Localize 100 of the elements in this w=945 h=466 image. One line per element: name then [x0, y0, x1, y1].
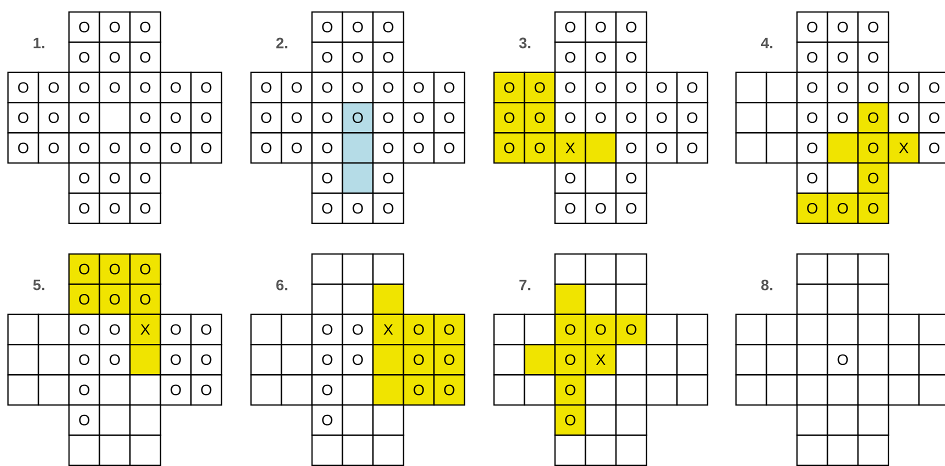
- grid-cell: [646, 374, 678, 406]
- grid-cell: O: [493, 102, 526, 134]
- grid-cell: [615, 253, 648, 285]
- grid-cell: O: [584, 192, 617, 224]
- grid-cell: O: [68, 374, 100, 406]
- grid-cell: O: [796, 11, 828, 43]
- grid-cell: O: [826, 192, 859, 224]
- grid-cell: [554, 434, 586, 466]
- grid-cell: O: [98, 42, 131, 74]
- grid-cell: O: [433, 132, 466, 164]
- grid-cell: [826, 404, 859, 436]
- grid-cell: O: [615, 192, 648, 224]
- grid-cell: O: [68, 162, 100, 194]
- grid-cell: [584, 284, 617, 316]
- grid-cell: O: [98, 344, 131, 376]
- grid-cell: [342, 374, 374, 406]
- grid-cell: O: [68, 72, 100, 104]
- grid-cell: O: [68, 253, 100, 285]
- grid-cell: [7, 344, 40, 376]
- grid-cell: O: [857, 72, 890, 104]
- grid-cell: O: [250, 102, 282, 134]
- grid-cell: [766, 314, 798, 346]
- grid-cell: [280, 374, 313, 406]
- grid-cell: O: [524, 102, 556, 134]
- grid-cell: [826, 314, 859, 346]
- grid-cell: [918, 314, 945, 346]
- grid-cell: [524, 374, 556, 406]
- grid-cell: O: [646, 102, 678, 134]
- grid-cell: [826, 434, 859, 466]
- grid-cell: X: [888, 132, 920, 164]
- board-number: 6.: [276, 280, 288, 290]
- grid-cell: O: [554, 192, 586, 224]
- grid-cell: O: [433, 72, 466, 104]
- grid-cell: O: [129, 192, 162, 224]
- grid-cell: O: [676, 132, 708, 164]
- grid-cell: [857, 374, 890, 406]
- grid-cell: [584, 162, 617, 194]
- grid-cell: [796, 253, 828, 285]
- board-number: 4.: [760, 38, 772, 48]
- grid-cell: [676, 374, 708, 406]
- grid-cell: O: [646, 72, 678, 104]
- grid-cell: O: [190, 374, 222, 406]
- grid-cell: O: [493, 72, 526, 104]
- grid-cell: [857, 284, 890, 316]
- grid-cell: [766, 102, 798, 134]
- grid-cell: [646, 314, 678, 346]
- grid-cell: [584, 404, 617, 436]
- grid-cell: O: [826, 72, 859, 104]
- grid-cell: O: [402, 72, 435, 104]
- grid-cell: O: [402, 374, 435, 406]
- grid-cell: O: [129, 102, 162, 134]
- grid-cell: [98, 434, 131, 466]
- grid-cell: O: [342, 314, 374, 346]
- grid-cell: O: [68, 344, 100, 376]
- grid-cell: O: [584, 314, 617, 346]
- grid-cell: [7, 314, 40, 346]
- grid-cell: [888, 314, 920, 346]
- grid-cell: [735, 344, 768, 376]
- grid-cell: O: [857, 42, 890, 74]
- grid-cell: [68, 434, 100, 466]
- grid-cell: [857, 253, 890, 285]
- grid-cell: [342, 132, 374, 164]
- grid-cell: O: [7, 72, 40, 104]
- board-number: 7.: [519, 280, 530, 290]
- grid-cell: O: [372, 132, 404, 164]
- grid-cell: O: [68, 102, 100, 134]
- grid-cell: [129, 404, 162, 436]
- grid-cell: O: [554, 314, 586, 346]
- grid-cell: [584, 434, 617, 466]
- board-number: 1.: [34, 38, 44, 48]
- grid-cell: [493, 314, 526, 346]
- grid-cell: O: [372, 42, 404, 74]
- grid-cell: [735, 102, 768, 134]
- grid-cell: [524, 314, 556, 346]
- grid-cell: O: [280, 72, 313, 104]
- grid-cell: O: [584, 102, 617, 134]
- grid-cell: [826, 132, 859, 164]
- grid-cell: [250, 314, 282, 346]
- grid-cell: O: [372, 72, 404, 104]
- grid-cell: O: [524, 132, 556, 164]
- grid-cell: O: [676, 72, 708, 104]
- grid-cell: O: [615, 72, 648, 104]
- grid-cell: O: [280, 132, 313, 164]
- grid-cell: [554, 284, 586, 316]
- grid-cell: [342, 253, 374, 285]
- grid-cell: [766, 374, 798, 406]
- grid-cell: [766, 72, 798, 104]
- grid-cell: O: [554, 102, 586, 134]
- grid-cell: O: [311, 374, 344, 406]
- grid-cell: [857, 314, 890, 346]
- grid-cell: X: [372, 314, 404, 346]
- grid-cell: [857, 434, 890, 466]
- grid-cell: O: [826, 42, 859, 74]
- grid-cell: O: [826, 344, 859, 376]
- grid-cell: O: [38, 102, 70, 134]
- grid-cell: O: [584, 42, 617, 74]
- grid-cell: O: [433, 102, 466, 134]
- grid-cell: [280, 344, 313, 376]
- grid-cell: [735, 132, 768, 164]
- grid-cell: O: [129, 162, 162, 194]
